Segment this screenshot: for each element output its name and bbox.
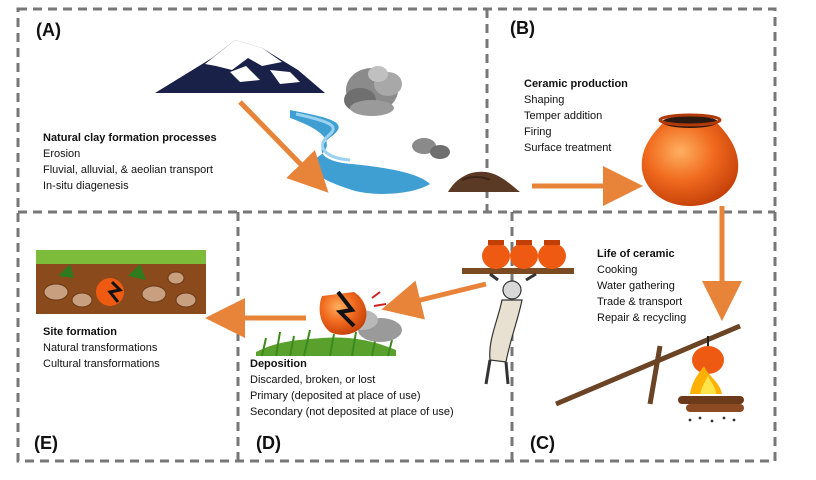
panel-b-title: Ceramic production <box>524 78 628 90</box>
arrow-mountain-to-river <box>238 100 329 193</box>
panel-c-title: Life of ceramic <box>597 248 675 260</box>
panel-d-item: Secondary (not deposited at place of use… <box>250 406 454 418</box>
ceramic-pot-icon <box>641 113 739 206</box>
panel-a-item: Fluvial, alluvial, & aeolian transport <box>43 164 213 176</box>
panel-d-item: Primary (deposited at place of use) <box>250 390 421 402</box>
arrow-life-to-deposition <box>381 280 487 320</box>
panel-c-item: Repair & recycling <box>597 312 687 324</box>
panel-c-item: Cooking <box>597 264 638 276</box>
rocks-icon <box>344 66 450 159</box>
panel-c-text: Life of ceramic Cooking Water gathering … <box>597 246 686 326</box>
panel-b-item: Firing <box>524 126 552 138</box>
soil-profile-icon <box>36 250 206 314</box>
water-carrier-icon <box>462 240 574 385</box>
mountain-icon <box>155 40 325 93</box>
panel-e-item: Cultural transformations <box>43 358 160 370</box>
panel-a-item: In-situ diagenesis <box>43 180 129 192</box>
broken-pot-icon <box>256 290 402 357</box>
cooking-fire-icon <box>555 323 744 423</box>
panel-d-text: Deposition Discarded, broken, or lost Pr… <box>250 356 454 420</box>
panel-d-item: Discarded, broken, or lost <box>250 374 376 386</box>
panel-e-text: Site formation Natural transformations C… <box>43 324 160 372</box>
panel-label-c: (C) <box>530 433 555 453</box>
panel-b-item: Temper addition <box>524 110 603 122</box>
river-icon <box>290 110 430 194</box>
panel-c-item: Water gathering <box>597 280 675 292</box>
panel-label-b: (B) <box>510 18 535 38</box>
panel-b-item: Surface treatment <box>524 142 612 154</box>
panel-b-text: Ceramic production Shaping Temper additi… <box>524 76 628 156</box>
panel-a-title: Natural clay formation processes <box>43 132 217 144</box>
panel-a-text: Natural clay formation processes Erosion… <box>43 130 217 194</box>
panel-b-item: Shaping <box>524 94 565 106</box>
panel-label-d: (D) <box>256 433 281 453</box>
panel-label-a: (A) <box>36 20 61 40</box>
panel-e-title: Site formation <box>43 326 117 338</box>
panel-d-title: Deposition <box>250 358 307 370</box>
panel-label-e: (E) <box>34 433 58 453</box>
panel-c-item: Trade & transport <box>597 296 683 308</box>
panel-a-item: Erosion <box>43 148 81 160</box>
process-arrows <box>205 100 742 338</box>
panel-e-item: Natural transformations <box>43 342 158 354</box>
soil-mound-icon <box>448 171 520 192</box>
